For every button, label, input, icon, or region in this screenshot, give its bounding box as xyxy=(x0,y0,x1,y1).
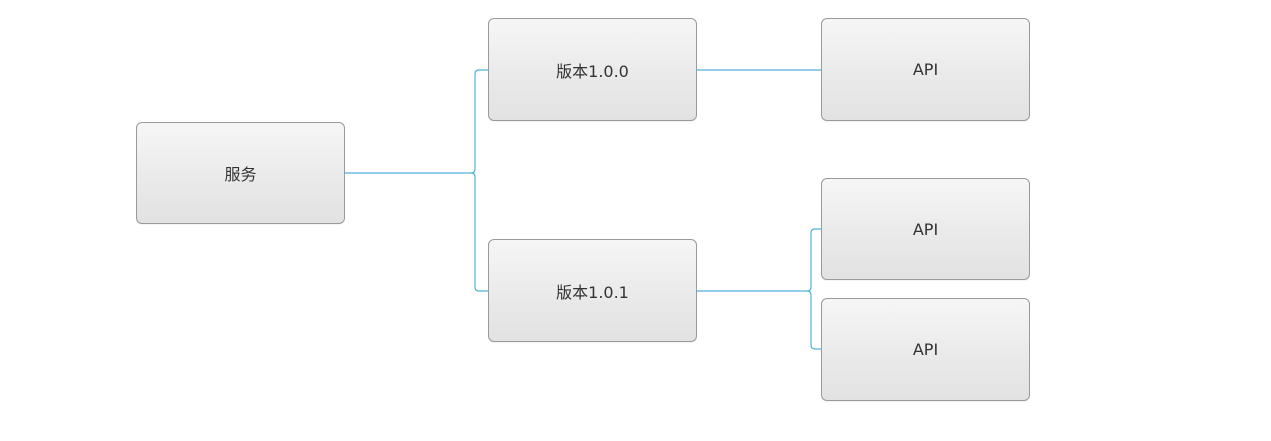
node-api-3[interactable]: API xyxy=(821,298,1030,401)
connector-service-to-v101 xyxy=(470,172,488,292)
node-api-3-label: API xyxy=(912,340,939,359)
node-version-1-0-0-label: 版本1.0.0 xyxy=(556,61,629,81)
node-api-2-label: API xyxy=(912,219,939,239)
node-version-1-0-1-label: 版本1.0.1 xyxy=(556,282,629,302)
node-api-2[interactable]: API xyxy=(821,178,1030,280)
node-version-1-0-0[interactable]: 版本1.0.0 xyxy=(488,18,697,121)
connector-service-to-v100 xyxy=(470,69,488,174)
node-service[interactable]: 服务 xyxy=(136,122,345,224)
node-api-1-label: API xyxy=(912,60,939,79)
node-version-1-0-1[interactable]: 版本1.0.1 xyxy=(488,239,697,342)
node-service-label: 服务 xyxy=(224,165,257,184)
connector-v101-to-api-3 xyxy=(806,290,821,350)
connector-v101-to-api-2 xyxy=(806,228,821,292)
node-api-1[interactable]: API xyxy=(821,18,1030,121)
